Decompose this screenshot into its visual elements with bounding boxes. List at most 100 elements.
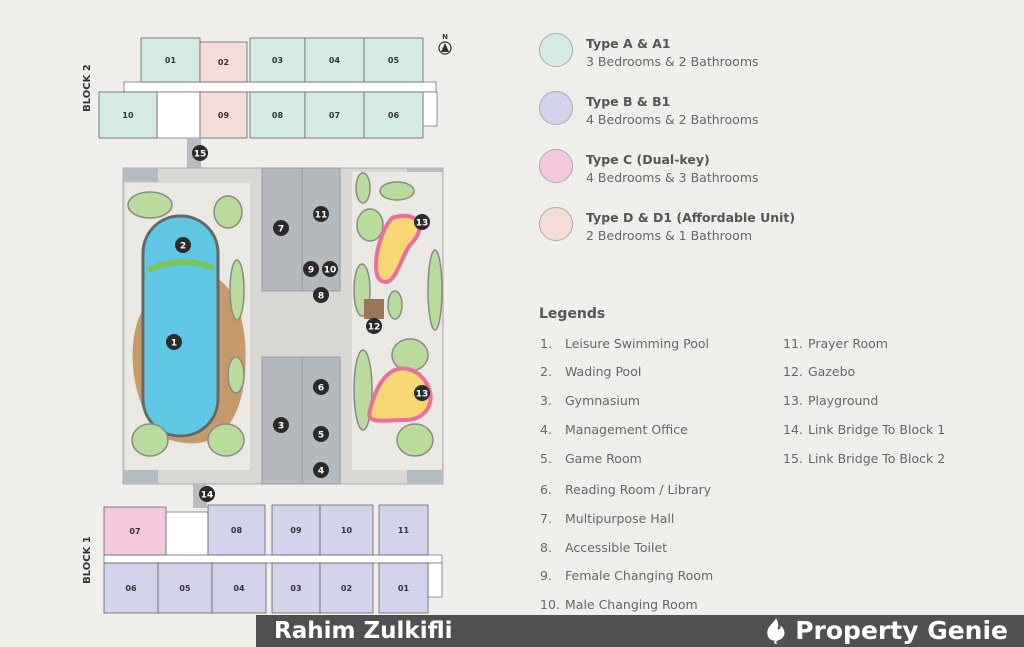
unit-number: 09 <box>218 111 230 120</box>
unit-shape <box>103 506 167 556</box>
legend-label: Management Office <box>565 422 688 437</box>
legend-number: 5. <box>540 451 552 466</box>
legend-label: Gazebo <box>808 364 856 379</box>
legend-number: 7. <box>540 511 552 526</box>
unit-09[interactable]: 09 <box>199 91 248 139</box>
legend-number: 2. <box>540 364 552 379</box>
unit-type-name: Type D & D1 (Affordable Unit) <box>586 210 796 225</box>
unit-shape <box>211 562 267 614</box>
unit-number: 06 <box>125 584 137 593</box>
facility-marker-12: 12 <box>366 318 382 334</box>
unit-shape <box>378 504 429 556</box>
svg-text:13: 13 <box>416 390 429 400</box>
unit-05[interactable]: 05 <box>363 37 424 83</box>
facility-marker-4: 4 <box>313 462 329 478</box>
facility-marker-14: 14 <box>199 486 215 502</box>
unit-shape <box>199 41 248 83</box>
unit-07[interactable]: 07 <box>304 91 365 139</box>
legend-number: 13. <box>783 393 803 408</box>
svg-text:2: 2 <box>180 242 186 252</box>
svg-text:7: 7 <box>278 225 284 235</box>
unit-03[interactable]: 03 <box>271 562 321 614</box>
unit-08[interactable]: 08 <box>249 91 306 139</box>
unit-shape <box>304 91 365 139</box>
legend-label: Playground <box>808 393 879 408</box>
unit-shape <box>378 562 429 614</box>
unit-number: 05 <box>179 584 191 593</box>
legend-item: 13. Playground <box>783 393 878 408</box>
legend-label: Game Room <box>565 451 642 466</box>
unit-number: 05 <box>388 56 400 65</box>
unit-number: 02 <box>218 58 229 67</box>
unit-shape <box>363 37 424 83</box>
facility-marker-5: 5 <box>313 426 329 442</box>
svg-text:12: 12 <box>368 323 381 333</box>
unit-shape <box>249 91 306 139</box>
unit-05[interactable]: 05 <box>157 562 213 614</box>
legend-label: Reading Room / Library <box>565 482 712 497</box>
unit-shape <box>249 37 306 83</box>
legend-item: 4.Management Office <box>540 422 688 437</box>
color-swatch <box>539 149 573 183</box>
unit-number: 02 <box>341 584 352 593</box>
svg-text:10: 10 <box>324 266 337 276</box>
svg-text:11: 11 <box>315 211 328 221</box>
unit-04[interactable]: 04 <box>211 562 267 614</box>
unit-number: 07 <box>129 527 140 536</box>
unit-10[interactable]: 10 <box>98 91 158 139</box>
unit-number: 11 <box>398 526 410 535</box>
unit-number: 04 <box>233 584 245 593</box>
legend-label: Male Changing Room <box>565 597 698 612</box>
unit-02[interactable]: 02 <box>319 562 374 614</box>
unit-type-desc: 2 Bedrooms & 1 Bathroom <box>586 228 752 243</box>
unit-number: 08 <box>231 526 243 535</box>
north-arrow: N <box>438 33 452 55</box>
unit-shape <box>271 562 321 614</box>
unit-type-name: Type B & B1 <box>586 94 671 109</box>
svg-text:9: 9 <box>308 266 314 276</box>
unit-shape <box>304 37 365 83</box>
unit-11[interactable]: 11 <box>378 504 429 556</box>
unit-02[interactable]: 02 <box>199 41 248 83</box>
legend-label: Accessible Toilet <box>565 540 668 555</box>
unit-04[interactable]: 04 <box>304 37 365 83</box>
unit-01[interactable]: 01 <box>378 562 429 614</box>
legend-label: Multipurpose Hall <box>565 511 675 526</box>
legend-number: 12. <box>783 364 803 379</box>
legend-label: Female Changing Room <box>565 568 714 583</box>
legend-number: 11. <box>783 336 803 351</box>
block-2-stair-core <box>156 91 201 139</box>
legend-label: Link Bridge To Block 2 <box>808 451 946 466</box>
unit-06[interactable]: 06 <box>103 562 159 614</box>
unit-shape <box>207 504 266 556</box>
gazebo <box>364 299 384 319</box>
unit-type-1: Type B & B1 4 Bedrooms & 2 Bathrooms <box>539 91 759 129</box>
legend-number: 1. <box>540 336 552 351</box>
block-1-floorplan: 07 08 09 10 11 06 05 04 03 02 01 <box>103 504 443 614</box>
unit-10[interactable]: 10 <box>319 504 374 556</box>
unit-06[interactable]: 06 <box>363 91 424 139</box>
legend-item: 3.Gymnasium <box>540 393 640 408</box>
unit-03[interactable]: 03 <box>249 37 306 83</box>
unit-number: 01 <box>165 56 177 65</box>
unit-07[interactable]: 07 <box>103 506 167 556</box>
facility-marker-9: 9 <box>303 261 319 277</box>
block-1-stair-core <box>165 511 209 556</box>
color-swatch <box>539 207 573 241</box>
unit-shape <box>319 562 374 614</box>
unit-01[interactable]: 01 <box>140 37 201 83</box>
facility-marker-15: 15 <box>192 145 208 161</box>
unit-shape <box>98 91 158 139</box>
unit-09[interactable]: 09 <box>271 504 321 556</box>
svg-text:13: 13 <box>416 219 429 229</box>
legend-item: 8.Accessible Toilet <box>540 540 667 555</box>
legend-number: 3. <box>540 393 552 408</box>
facility-marker-13: 13 <box>414 214 430 230</box>
north-arrow-icon <box>441 43 449 52</box>
unit-number: 10 <box>341 526 353 535</box>
unit-08[interactable]: 08 <box>207 504 266 556</box>
svg-text:8: 8 <box>318 292 324 302</box>
unit-number: 03 <box>290 584 301 593</box>
